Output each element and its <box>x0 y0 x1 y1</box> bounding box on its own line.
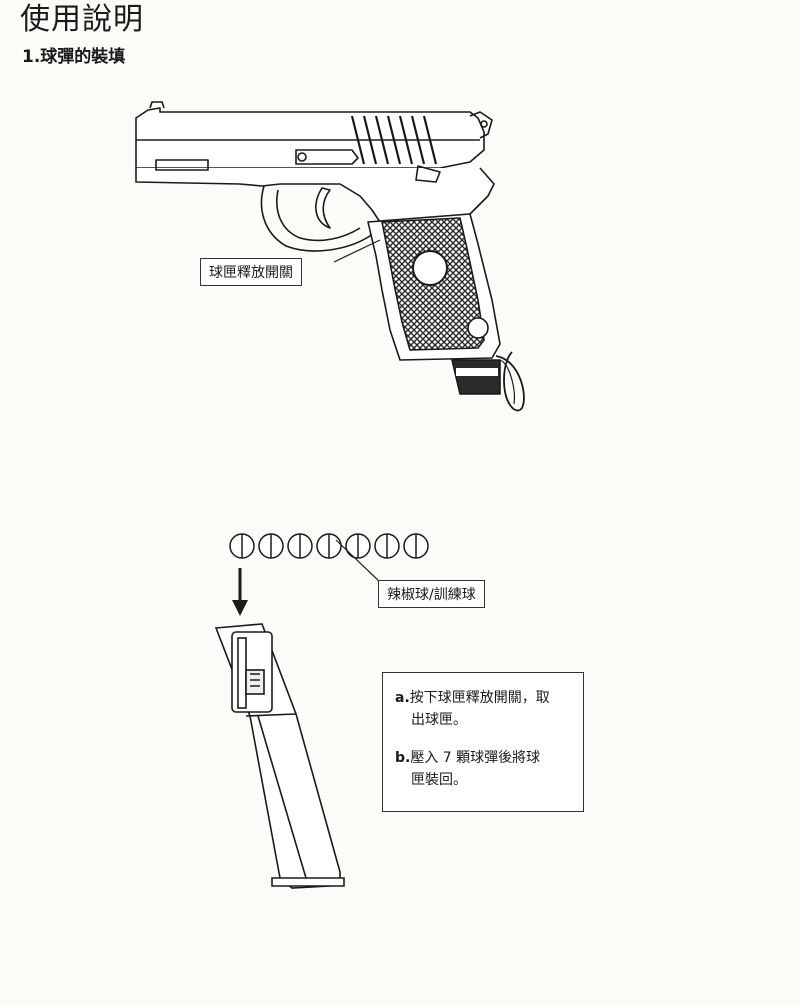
trigger <box>315 187 331 229</box>
magazine-release-label: 球匣釋放開關 <box>200 258 302 286</box>
down-arrow-icon <box>232 568 248 616</box>
step-text: 壓入 7 顆球彈後將球 <box>410 750 541 766</box>
ball <box>345 533 371 559</box>
ball <box>258 533 284 559</box>
pistol-drawing <box>135 101 525 412</box>
slide-serrations <box>350 115 438 165</box>
balls-row <box>229 533 429 585</box>
step-text-cont: 匣裝回。 <box>411 772 467 788</box>
pistol-slide <box>135 107 485 169</box>
ball <box>316 533 342 559</box>
section-heading: 1.球彈的裝填 <box>22 47 126 67</box>
step-key: a. <box>395 690 410 706</box>
ball <box>287 533 313 559</box>
step-text: 按下球匣釋放開關，取 <box>409 690 550 706</box>
step-text-cont: 出球匣。 <box>411 712 467 728</box>
pistol-frame <box>135 167 495 223</box>
instruction-step-b: b.壓入 7 顆球彈後將球 匣裝回。 <box>395 747 573 791</box>
magazine-base <box>451 359 501 395</box>
instructions-box: a.按下球匣釋放開關，取 出球匣。 b.壓入 7 顆球彈後將球 匣裝回。 <box>382 672 584 812</box>
instruction-step-a: a.按下球匣釋放開關，取 出球匣。 <box>395 687 573 731</box>
trigger-guard <box>260 185 379 252</box>
page-title: 使用說明 <box>20 2 144 37</box>
magazine-drawing <box>214 623 345 889</box>
lanyard-icon <box>495 351 525 412</box>
ball <box>229 533 255 559</box>
step-key: b. <box>395 750 411 766</box>
ball <box>374 533 400 559</box>
ball-type-label: 辣椒球/訓練球 <box>378 580 485 608</box>
ball <box>403 533 429 559</box>
